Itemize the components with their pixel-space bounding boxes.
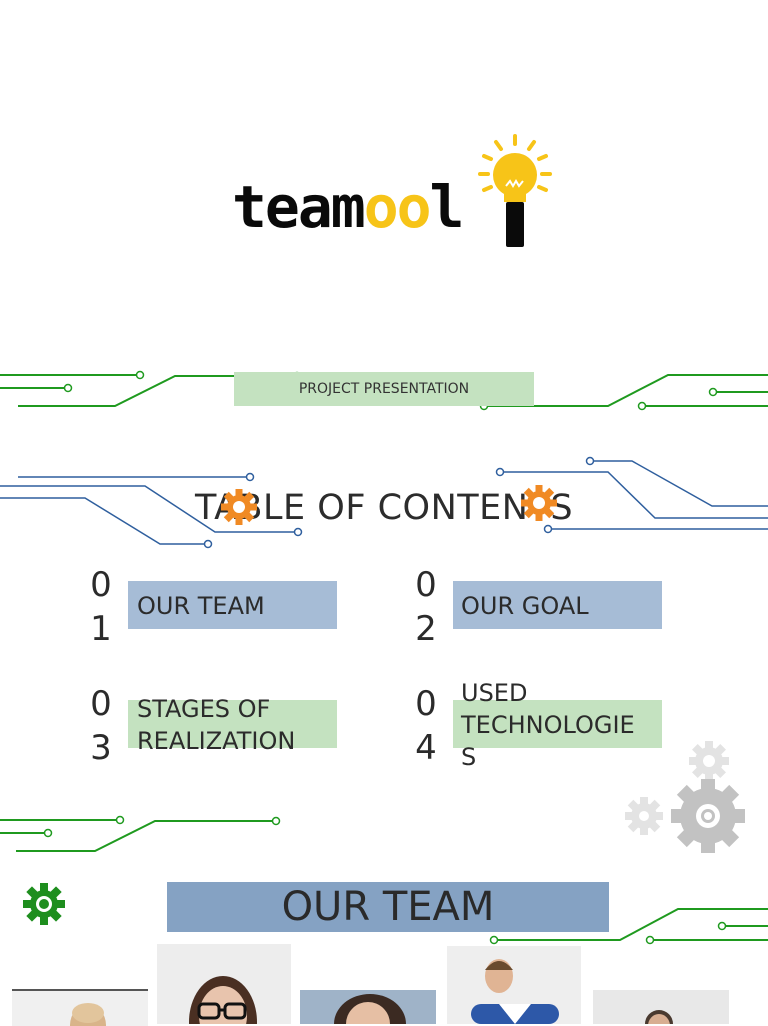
team-photo-1 (12, 989, 148, 1026)
toc-label-our-goal: OUR GOAL (461, 592, 589, 620)
circuit-lines-top (0, 370, 768, 411)
toc-item-stages-of-realization[interactable] (128, 700, 337, 748)
gear-icon (221, 489, 257, 525)
table-of-contents-title: TABLE OF CONTENTS (194, 488, 574, 528)
gear-icon (23, 883, 65, 925)
gears-decoration-icon (625, 741, 745, 853)
gear-icon (521, 485, 557, 521)
toc-item-our-goal[interactable] (453, 581, 662, 629)
teamool-logo: teamool (228, 130, 558, 255)
our-team-banner: OUR TEAM (167, 882, 609, 932)
team-photo-2 (157, 944, 291, 1024)
toc-item-used-technologies[interactable] (453, 700, 662, 748)
team-photo-3 (300, 990, 436, 1024)
team-photo-5 (593, 990, 729, 1024)
project-presentation-label: PROJECT PRESENTATION (234, 372, 534, 406)
circuit-lines-blue (0, 456, 768, 549)
toc-label-our-team: OUR TEAM (137, 592, 265, 620)
circuit-lines-bottom-right (489, 908, 768, 945)
team-photo-4 (447, 946, 581, 1024)
logo-wordmark: teamool (232, 173, 464, 241)
circuit-lines-bottom-left (0, 815, 281, 852)
lightbulb-icon (478, 134, 552, 247)
toc-item-our-team[interactable] (128, 581, 337, 629)
